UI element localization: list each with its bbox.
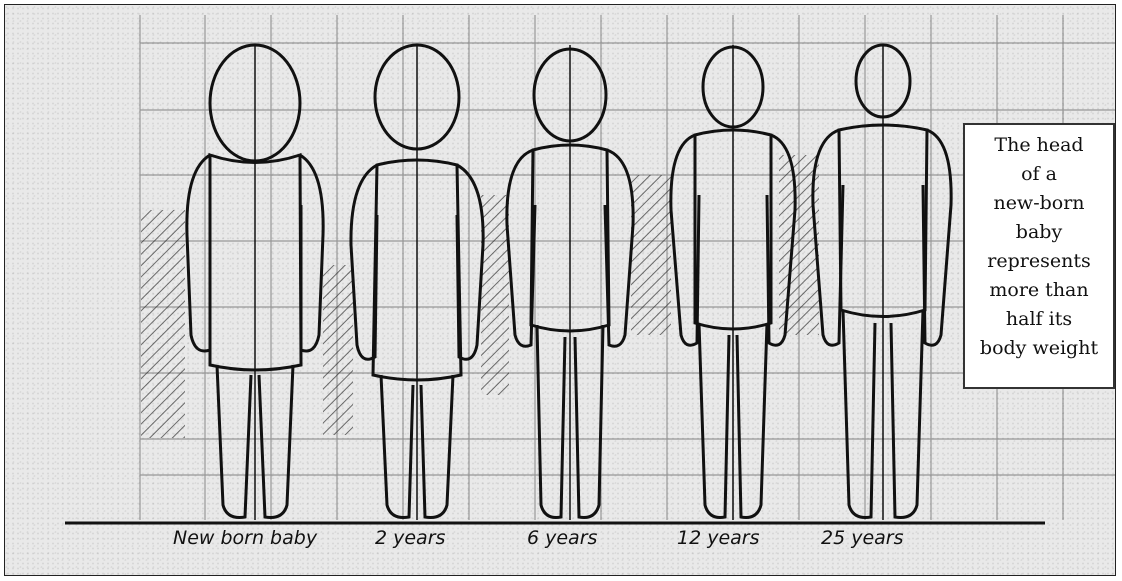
figure-2-years — [351, 45, 483, 520]
age-label-25-years: 25 years — [821, 527, 904, 549]
note-line: represents — [969, 247, 1109, 276]
age-label-6-years: 6 years — [527, 527, 597, 549]
figure-12-years — [671, 45, 795, 520]
note-line: more than — [969, 276, 1109, 305]
age-label-2-years: 2 years — [375, 527, 445, 549]
note-line: The head — [969, 131, 1109, 160]
figure-newborn — [187, 45, 323, 520]
head-weight-note: The head of a new-born baby represents m… — [963, 123, 1115, 389]
figure-6-years — [507, 45, 633, 520]
note-line: baby — [969, 218, 1109, 247]
age-label-newborn: New born baby — [173, 527, 317, 549]
note-line: of a — [969, 160, 1109, 189]
age-label-12-years: 12 years — [677, 527, 760, 549]
illustration-frame: New born baby 2 years 6 years 12 years 2… — [4, 4, 1116, 576]
note-line: new-born — [969, 189, 1109, 218]
note-line: half its — [969, 305, 1109, 334]
proportions-drawing — [5, 5, 1116, 576]
note-line: body weight — [969, 334, 1109, 363]
